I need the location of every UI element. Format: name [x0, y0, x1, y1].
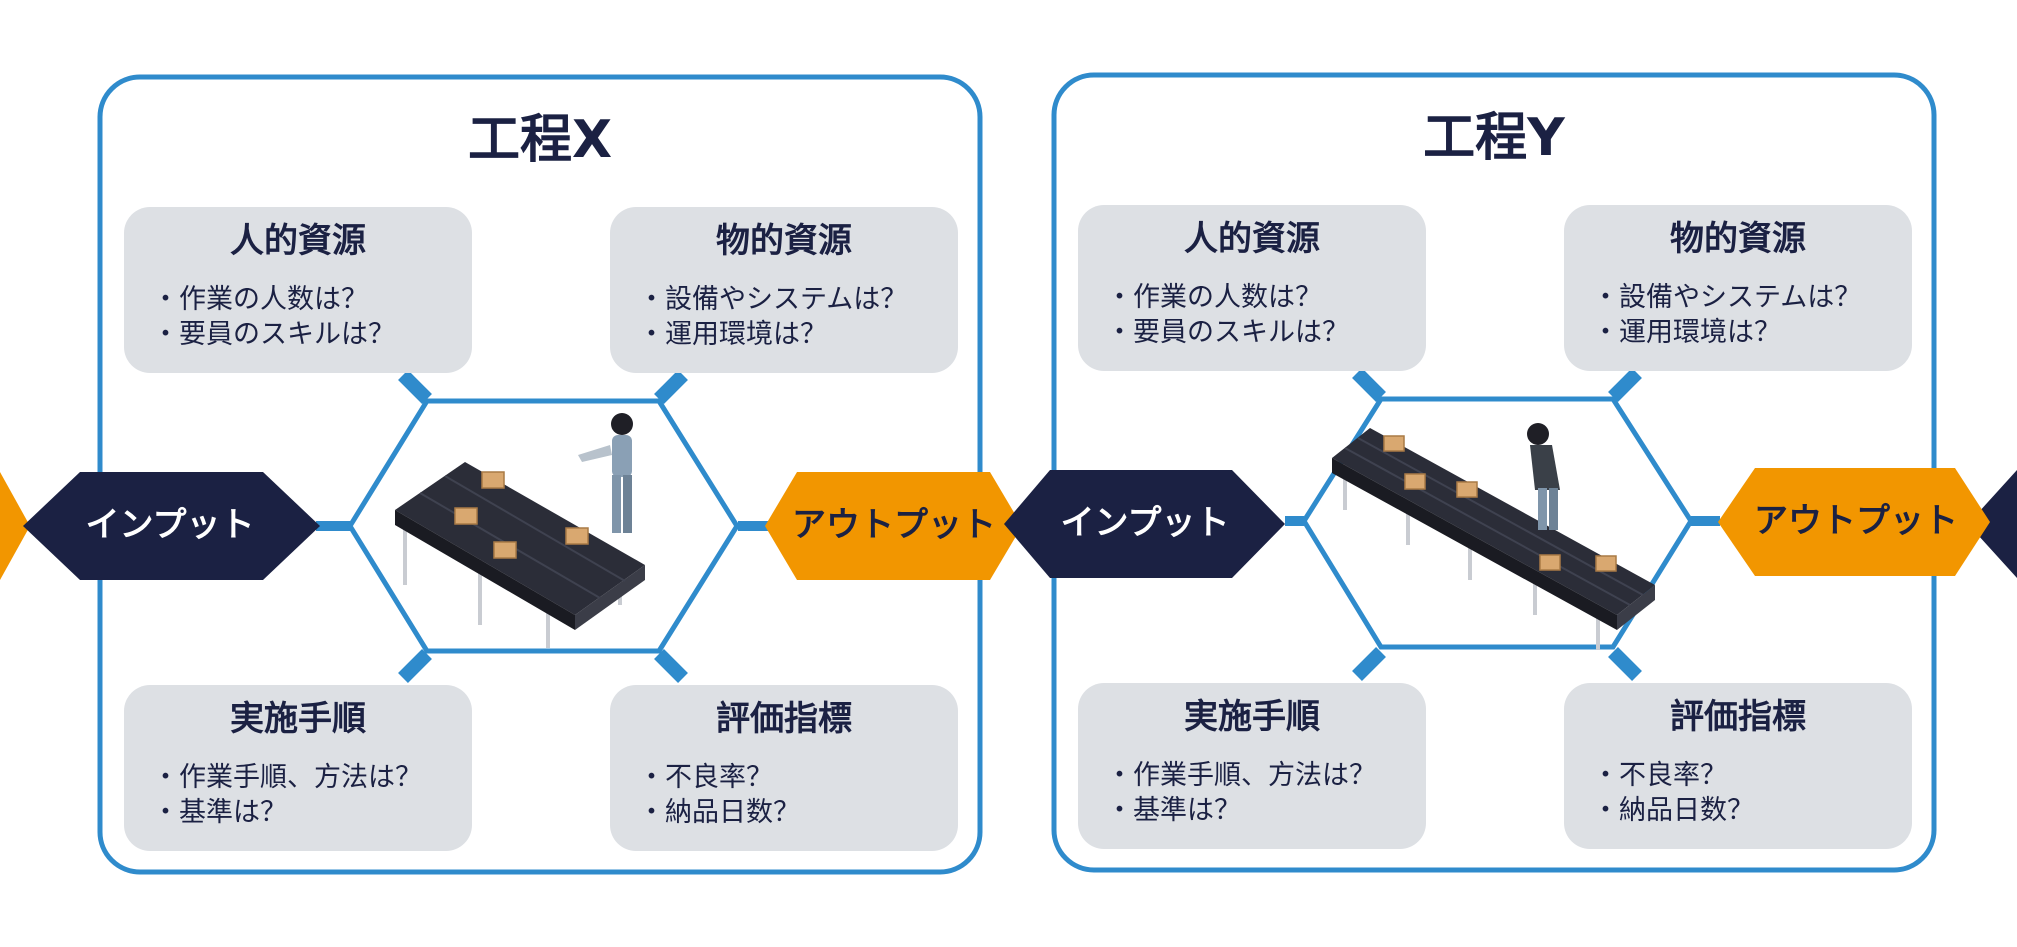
panel-x-input-label: インプット	[85, 505, 255, 545]
card-list: ・不良率？ ・納品日数？	[1592, 758, 1754, 828]
list-item: ・作業の人数は？	[1106, 282, 1322, 313]
card-title: 人的資源	[1184, 219, 1320, 259]
list-item: ・納品日数？	[638, 797, 800, 828]
panel-x-title: 工程X	[467, 110, 613, 170]
card-list: ・作業手順、方法は？ ・基準は？	[1106, 758, 1376, 828]
card-list: ・設備やシステムは？ ・運用環境は？	[638, 282, 907, 352]
panel-x-procedure-card: 実施手順 ・作業手順、方法は？ ・基準は？	[124, 685, 472, 851]
panel-y-metrics-card: 評価指標 ・不良率？ ・納品日数？	[1564, 683, 1912, 849]
list-item: ・不良率？	[638, 762, 773, 793]
list-item: ・設備やシステムは？	[1592, 282, 1862, 313]
list-item: ・運用環境は？	[1592, 317, 1781, 348]
panel-y-input-tag	[1004, 470, 1285, 578]
panel-y-input-label: インプット	[1060, 503, 1230, 543]
panel-x-input-tag	[23, 472, 320, 580]
card-list: ・設備やシステムは？ ・運用環境は？	[1592, 280, 1861, 350]
panel-y-physical-resources-card: 物的資源 ・設備やシステムは？ ・運用環境は？	[1564, 205, 1912, 371]
panel-x-physical-resources-card: 物的資源 ・設備やシステムは？ ・運用環境は？	[610, 207, 958, 373]
panel-y-conveyor-illustration	[1332, 423, 1655, 650]
card-title: 評価指標	[716, 699, 852, 739]
panel-x-connectors	[398, 370, 688, 683]
panel-x-human-resources-card: 人的資源 ・作業の人数は？ ・要員のスキルは？	[124, 207, 472, 373]
panel-y-connectors	[1352, 368, 1642, 681]
list-item: ・作業の人数は？	[152, 284, 368, 315]
card-list: ・作業の人数は？ ・要員のスキルは？	[152, 282, 395, 352]
panel-y-procedure-card: 実施手順 ・作業手順、方法は？ ・基準は？	[1078, 683, 1426, 849]
list-item: ・納品日数？	[1592, 795, 1754, 826]
panel-y-output-label: アウトプット	[1754, 501, 1958, 541]
list-item: ・作業手順、方法は？	[152, 762, 422, 793]
panel-y-title: 工程Y	[1423, 108, 1565, 168]
list-item: ・運用環境は？	[638, 319, 827, 350]
card-title: 物的資源	[716, 221, 852, 261]
panel-x-metrics-card: 評価指標 ・不良率？ ・納品日数？	[610, 685, 958, 851]
card-list: ・作業手順、方法は？ ・基準は？	[152, 760, 422, 830]
panel-x-output-label: アウトプット	[792, 505, 996, 545]
list-item: ・基準は？	[152, 797, 287, 828]
panel-x-conveyor-illustration	[395, 413, 645, 648]
list-item: ・不良率？	[1592, 760, 1727, 791]
card-title: 実施手順	[230, 699, 366, 739]
panel-y-output-tag	[1718, 468, 1990, 576]
list-item: ・要員のスキルは？	[1106, 317, 1349, 348]
list-item: ・要員のスキルは？	[152, 319, 395, 350]
edge-input-tag-right	[1968, 470, 2017, 578]
list-item: ・基準は？	[1106, 795, 1241, 826]
list-item: ・作業手順、方法は？	[1106, 760, 1376, 791]
card-title: 物的資源	[1670, 219, 1806, 259]
edge-output-tag-left	[0, 472, 30, 580]
panel-x-output-tag	[765, 472, 1022, 580]
card-title: 人的資源	[230, 221, 366, 261]
list-item: ・設備やシステムは？	[638, 284, 908, 315]
card-list: ・作業の人数は？ ・要員のスキルは？	[1106, 280, 1349, 350]
card-title: 実施手順	[1184, 697, 1320, 737]
card-title: 評価指標	[1670, 697, 1806, 737]
card-list: ・不良率？ ・納品日数？	[638, 760, 800, 830]
panel-y-human-resources-card: 人的資源 ・作業の人数は？ ・要員のスキルは？	[1078, 205, 1426, 371]
